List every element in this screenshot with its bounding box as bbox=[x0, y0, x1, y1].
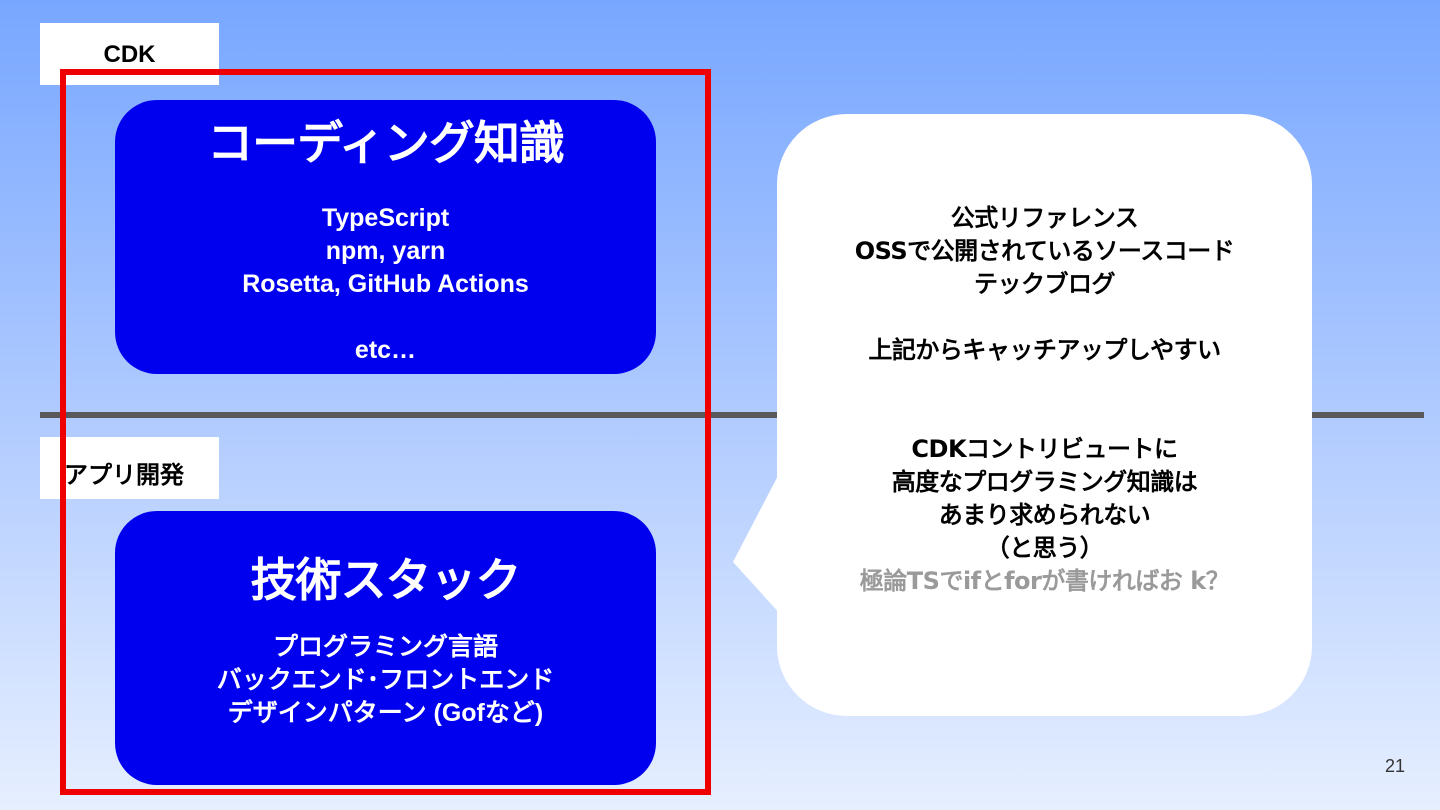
coding-knowledge-box: コーディング知識 TypeScript npm, yarn Rosetta, G… bbox=[115, 100, 656, 374]
bubble-line: 公式リファレンス bbox=[950, 204, 1139, 232]
stack-item: バックエンド･フロントエンド bbox=[216, 666, 555, 694]
app-dev-label: アプリ開発 bbox=[40, 437, 219, 499]
bubble-line: OSSで公開されているソースコード bbox=[854, 237, 1235, 265]
tech-stack-box: 技術スタック プログラミング言語 バックエンド･フロントエンド デザインパターン… bbox=[115, 511, 656, 785]
speech-bubble bbox=[777, 114, 1312, 716]
bubble-line: CDKコントリビュートに bbox=[911, 435, 1178, 463]
coding-knowledge-title: コーディング知識 bbox=[207, 116, 565, 170]
bubble-line: あまり求められない bbox=[938, 501, 1151, 529]
coding-knowledge-list: TypeScript npm, yarn Rosetta, GitHub Act… bbox=[115, 202, 656, 367]
stack-item: デザインパターン (Gofなど) bbox=[227, 699, 544, 727]
bubble-references: 公式リファレンス OSSで公開されているソースコード テックブログ bbox=[777, 202, 1312, 301]
coding-item: etc… bbox=[354, 336, 417, 364]
bubble-line: 高度なプログラミング知識は bbox=[891, 468, 1198, 496]
bubble-opinion: CDKコントリビュートに 高度なプログラミング知識は あまり求められない （と思… bbox=[777, 433, 1312, 565]
section-divider bbox=[40, 412, 1424, 418]
stack-item: プログラミング言語 bbox=[272, 633, 498, 661]
tech-stack-title: 技術スタック bbox=[250, 553, 522, 607]
coding-item: Rosetta, GitHub Actions bbox=[242, 270, 529, 298]
highlight-frame bbox=[60, 69, 711, 795]
coding-item: npm, yarn bbox=[325, 237, 446, 265]
tech-stack-list: プログラミング言語 バックエンド･フロントエンド デザインパターン (Gofなど… bbox=[115, 631, 656, 730]
coding-item: TypeScript bbox=[321, 204, 450, 232]
page-number: 21 bbox=[1385, 756, 1406, 776]
bubble-line: テックブログ bbox=[974, 270, 1116, 298]
bubble-line: （と思う） bbox=[985, 534, 1104, 562]
bubble-catchup: 上記からキャッチアップしやすい bbox=[868, 336, 1221, 364]
bubble-extreme: 極論TSでifとforが書ければお k？ bbox=[859, 567, 1230, 595]
